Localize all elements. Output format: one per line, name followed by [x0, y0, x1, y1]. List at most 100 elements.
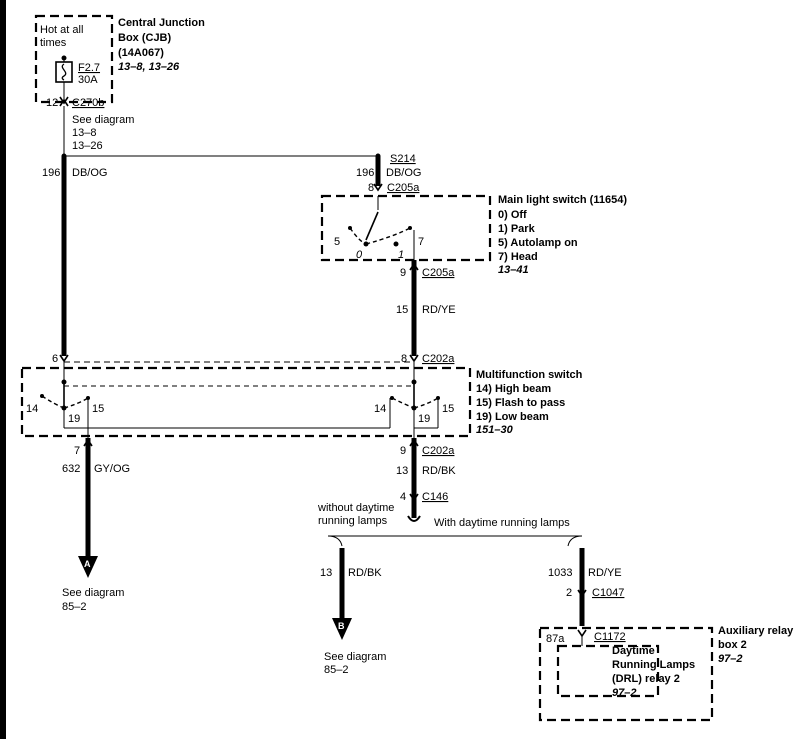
main-switch-pos-1: 1) Park	[498, 223, 536, 235]
drl-color: RD/YE	[588, 567, 622, 579]
main-switch-terminal-5: 5	[334, 236, 340, 248]
drl-circuit: 1033	[548, 567, 572, 579]
left-out-see-line-2: 85–2	[62, 601, 86, 613]
c202a-left-connector-symbol	[59, 354, 69, 363]
s214-label: S214	[390, 153, 416, 165]
c205a-top-connector: C205a	[387, 182, 420, 194]
s214-color: DB/OG	[386, 167, 421, 179]
aux-title-line-1: Auxiliary relay	[718, 625, 794, 637]
fuse-element-icon	[61, 63, 67, 81]
c202a-bottom-connector-symbol	[409, 438, 419, 447]
c205a-bottom-pin: 9	[400, 267, 406, 279]
with-drl-label: With daytime running lamps	[434, 517, 570, 529]
c205a-bottom-connector-symbol	[409, 262, 419, 271]
left-out-connector-symbol	[83, 438, 93, 447]
c146-connector: C146	[422, 491, 448, 503]
c270b-see-line-3: 13–26	[72, 140, 103, 152]
aux-title-line-2: box 2	[718, 639, 747, 651]
c146-pin: 4	[400, 491, 406, 503]
main-switch-pos-0-label: 0	[356, 249, 363, 261]
c270b-see-line-2: 13–8	[72, 127, 96, 139]
c270b-pin: 12	[46, 97, 58, 109]
aux-relay-box	[538, 626, 714, 722]
c1047-connector: C1047	[592, 587, 624, 599]
multi-switch-right-19: 19	[418, 413, 430, 425]
multifunction-switch-box	[20, 366, 472, 438]
arrow-b-marker: B	[338, 621, 345, 631]
cjb-note-line-2: times	[40, 37, 67, 49]
drl-relay-line-3: (DRL) relay 2	[612, 673, 680, 685]
c1047-connector-symbol	[577, 589, 587, 598]
c202a-bottom-connector: C202a	[422, 445, 455, 457]
c270b-see-line-1: See diagram	[72, 114, 134, 126]
multi-switch-right-14: 14	[374, 403, 386, 415]
drl-relay-line-1: Daytime	[612, 645, 655, 657]
main-switch-pos-1-label: 1	[398, 249, 404, 261]
main-switch-box	[320, 194, 492, 262]
fuse-icon	[55, 61, 73, 83]
left-out-see-line-1: See diagram	[62, 587, 124, 599]
c202a-bottom-pin: 9	[400, 445, 406, 457]
c205a-bottom-connector: C205a	[422, 267, 455, 279]
left-out-color: GY/OG	[94, 463, 130, 475]
main-switch-title: Main light switch (11654)	[498, 194, 627, 206]
without-drl-line-2: running lamps	[318, 515, 388, 527]
main-switch-blade	[365, 211, 379, 241]
main-switch-pos-7: 7) Head	[498, 251, 538, 263]
cjb-note-line-1: Hot at all	[40, 24, 83, 36]
c202a-right-connector-symbol	[409, 354, 419, 363]
drl-relay-box	[556, 644, 660, 698]
drl-relay-line-2: Running Lamps	[612, 659, 695, 671]
fuse-id: F2.7	[78, 62, 100, 74]
c205a-top-pin: 8	[368, 182, 374, 194]
drl-relay-ref: 97–2	[612, 687, 636, 699]
aux-pin: 87a	[546, 633, 565, 645]
cjb-title-line-2: Box (CJB)	[118, 32, 172, 44]
main-switch-pos-0: 0) Off	[498, 209, 527, 221]
c202a-left-pin: 6	[52, 353, 58, 365]
main-switch-pos0-contact	[363, 241, 369, 247]
c1047-pin: 2	[566, 587, 572, 599]
c146-connector-symbol	[409, 493, 419, 502]
s214-circuit: 196	[356, 167, 374, 179]
cjb-title-line-1: Central Junction	[118, 17, 205, 29]
c202a-bottom-circuit: 13	[396, 465, 408, 477]
c270b-connector-symbol	[59, 96, 69, 105]
cjb-box	[34, 14, 114, 104]
branch-b-see-line-2: 85–2	[324, 664, 348, 676]
multi-switch-left-15: 15	[92, 403, 104, 415]
branch-b-see-line-1: See diagram	[324, 651, 386, 663]
without-drl-line-1: without daytime	[317, 502, 394, 514]
c205a-top-connector-symbol	[373, 183, 383, 192]
c1172-connector: C1172	[594, 631, 626, 643]
c205a-bottom-color: RD/YE	[422, 304, 456, 316]
arrow-b-icon	[332, 618, 352, 640]
cjb-title-line-3: (14A067)	[118, 47, 164, 59]
main-switch-pos-5: 5) Autolamp on	[498, 237, 578, 249]
cjb-ref: 13–8, 13–26	[118, 61, 180, 73]
multi-switch-left-19: 19	[68, 413, 80, 425]
multi-switch-pos-19: 19) Low beam	[476, 411, 549, 423]
main-switch-pos1-contact	[393, 241, 399, 247]
left-border	[0, 0, 6, 739]
branch-b-circuit: 13	[320, 567, 332, 579]
branch-point	[407, 515, 421, 522]
c1172-connector-symbol	[577, 629, 587, 638]
arrow-a-marker: A	[84, 559, 91, 569]
c205a-bottom-circuit: 15	[396, 304, 408, 316]
multi-switch-title: Multifunction switch	[476, 369, 583, 381]
left-out-pin: 7	[74, 445, 80, 457]
multi-switch-right-15: 15	[442, 403, 454, 415]
c202a-bottom-color: RD/BK	[422, 465, 456, 477]
left-wire-circuit: 196	[42, 167, 60, 179]
branch-b-color: RD/BK	[348, 567, 382, 579]
c202a-right-pin: 8	[401, 353, 407, 365]
aux-ref: 97–2	[718, 653, 742, 665]
multi-switch-pos-15: 15) Flash to pass	[476, 397, 565, 409]
c202a-top-connector: C202a	[422, 353, 455, 365]
multi-switch-ref: 151–30	[476, 424, 514, 436]
fuse-rating: 30A	[78, 74, 98, 86]
main-switch-terminal-7: 7	[418, 236, 424, 248]
left-wire-color: DB/OG	[72, 167, 107, 179]
